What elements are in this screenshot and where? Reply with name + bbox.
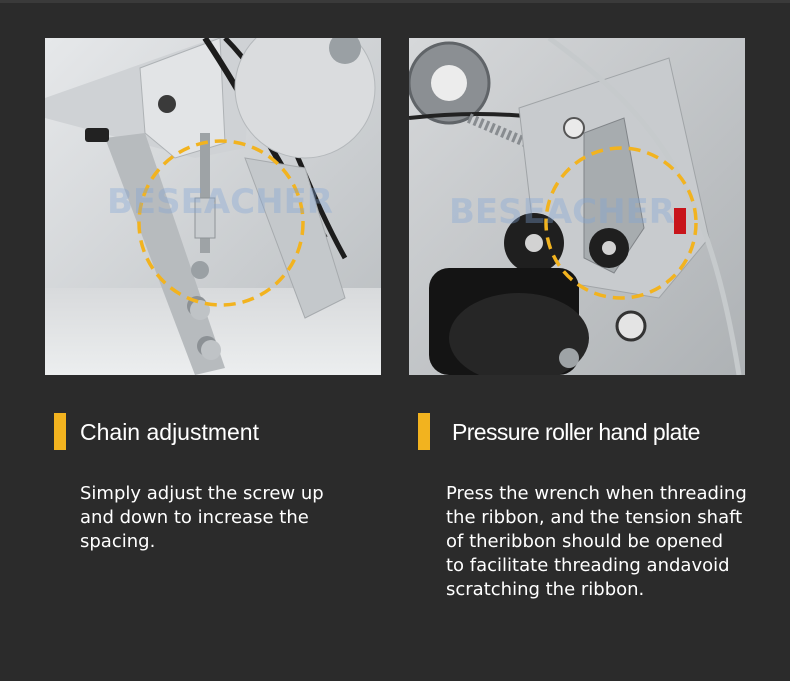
description-line: the ribbon, and the tension shaft: [446, 507, 743, 528]
chain-adjustment-description: Simply adjust the screw up and down to i…: [80, 482, 380, 554]
description-line: spacing.: [80, 531, 156, 552]
chain-adjustment-illustration: BESEACHER: [45, 38, 381, 375]
left-accent-bar: [54, 413, 66, 450]
description-line: to facilitate threading andavoid: [446, 555, 730, 576]
description-line: scratching the ribbon.: [446, 579, 645, 600]
watermark-text: BESEACHER: [449, 192, 675, 232]
description-line: Press the wrench when threading: [446, 483, 747, 504]
description-line: and down to increase the: [80, 507, 309, 528]
right-accent-bar: [418, 413, 430, 450]
description-line: Simply adjust the screw up: [80, 483, 324, 504]
pressure-roller-description: Press the wrench when threading the ribb…: [446, 482, 786, 602]
pressure-roller-photo: BESEACHER: [409, 38, 745, 375]
top-divider: [0, 0, 790, 3]
pressure-roller-illustration: BESEACHER: [409, 38, 745, 375]
pressure-roller-heading: Pressure roller hand plate: [452, 419, 700, 445]
chain-adjustment-heading: Chain adjustment: [80, 419, 259, 445]
description-line: of theribbon should be opened: [446, 531, 724, 552]
watermark-text: BESEACHER: [107, 182, 333, 222]
chain-adjustment-photo: BESEACHER: [45, 38, 381, 375]
